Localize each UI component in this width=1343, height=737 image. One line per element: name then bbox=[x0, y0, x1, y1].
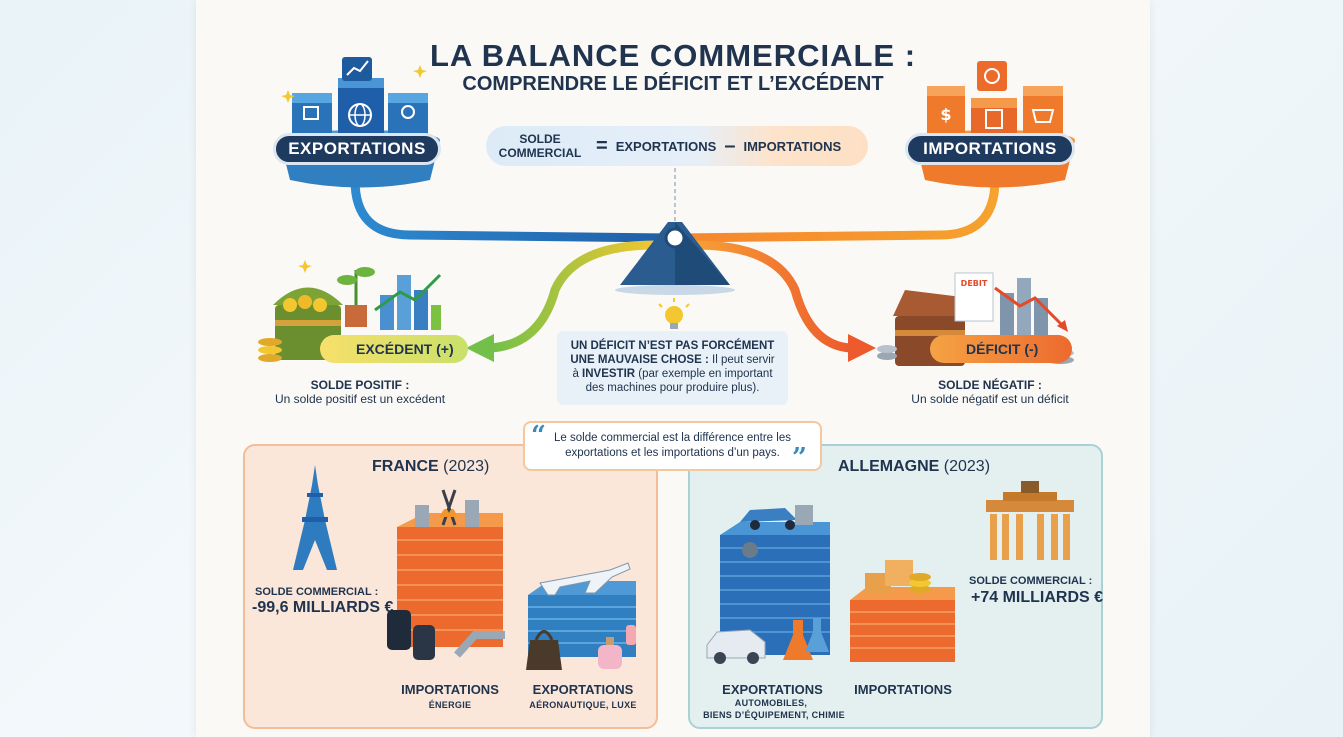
lightbulb-icon bbox=[658, 298, 690, 329]
allemagne-importations: IMPORTATIONS bbox=[854, 682, 952, 697]
quote-close-mark: ” bbox=[792, 443, 807, 473]
quote-open-mark: “ bbox=[531, 421, 546, 451]
note-line-3-a: à bbox=[572, 368, 583, 380]
france-name: FRANCE bbox=[372, 458, 439, 475]
excedent-heading: SOLDE POSITIF : bbox=[310, 378, 410, 392]
france-importations-sub: ÉNERGIE bbox=[428, 700, 472, 710]
green-arrow-curve bbox=[489, 240, 656, 353]
france-importations: IMPORTATIONS bbox=[401, 682, 499, 697]
allemagne-exportations: EXPORTATIONS bbox=[722, 682, 823, 697]
formula-exportations: EXPORTATIONS bbox=[615, 138, 717, 154]
france-exportations-sub: AÉRONAUTIQUE, LUXE bbox=[529, 700, 637, 710]
allemagne-title: ALLEMAGNE (2023) bbox=[838, 458, 990, 476]
france-exportations: EXPORTATIONS bbox=[532, 682, 634, 697]
note-line-2-bold: UNE MAUVAISE CHOSE : bbox=[570, 354, 709, 366]
deficit-label: DÉFICIT (-) bbox=[930, 335, 1072, 363]
formula-solde: SOLDE COMMERCIAL bbox=[498, 132, 582, 160]
france-title: FRANCE (2023) bbox=[372, 458, 489, 476]
france-year: (2023) bbox=[443, 458, 490, 475]
france-solde-value: -99,6 MILLIARDS € bbox=[252, 599, 394, 616]
allemagne-solde-value: +74 MILLIARDS € bbox=[971, 589, 1104, 606]
allemagne-exportations-sub-1: AUTOMOBILES, bbox=[734, 698, 808, 708]
page-title: LA BALANCE COMMERCIALE : bbox=[429, 38, 917, 73]
note-line-3-bold: INVESTIR bbox=[582, 368, 636, 380]
allemagne-solde-label: SOLDE COMMERCIAL : bbox=[969, 575, 1093, 587]
definition-quote: Le solde commercial est la différence en… bbox=[523, 421, 822, 471]
blue-arm bbox=[350, 175, 675, 243]
red-arrowhead bbox=[848, 334, 876, 362]
red-arrow-curve bbox=[694, 240, 851, 353]
deficit-text: Un solde négatif est un déficit bbox=[911, 392, 1069, 406]
formula-banner: SOLDE COMMERCIAL = EXPORTATIONS – IMPORT… bbox=[486, 126, 868, 166]
imports-tray-illustration: $ bbox=[915, 61, 1075, 188]
page-subtitle: COMPRENDRE LE DÉFICIT ET L’EXCÉDENT bbox=[462, 73, 884, 95]
formula-importations: IMPORTATIONS bbox=[743, 138, 842, 154]
eiffel-tower-icon bbox=[293, 465, 337, 570]
allemagne-imports-stack bbox=[850, 560, 955, 662]
deficit-note: UN DÉFICIT N’EST PAS FORCÉMENT UNE MAUVA… bbox=[557, 331, 788, 405]
brandenburg-gate-icon bbox=[986, 481, 1074, 560]
importations-pill: IMPORTATIONS bbox=[905, 133, 1075, 165]
allemagne-exports-stack bbox=[706, 505, 830, 664]
allemagne-exportations-sub-2: BIENS D’ÉQUIPEMENT, CHIMIE bbox=[703, 710, 845, 720]
note-line-1: UN DÉFICIT N’EST PAS FORCÉMENT bbox=[570, 340, 775, 352]
debit-paper-text: DEBIT bbox=[961, 279, 988, 288]
france-aero-luxe-exports-stack bbox=[526, 562, 636, 670]
orange-arm bbox=[675, 175, 1000, 243]
formula-minus: – bbox=[724, 134, 736, 157]
exports-tray-illustration bbox=[280, 57, 440, 188]
france-energy-imports-stack bbox=[387, 489, 505, 660]
svg-text:$: $ bbox=[940, 105, 951, 124]
green-arrowhead bbox=[466, 334, 494, 362]
formula-equals: = bbox=[596, 134, 608, 157]
note-line-4: des machines pour produire plus). bbox=[585, 382, 760, 394]
france-solde-label: SOLDE COMMERCIAL : bbox=[255, 586, 379, 598]
note-line-3-rest: (par exemple en important bbox=[635, 368, 773, 380]
allemagne-year: (2023) bbox=[943, 458, 991, 475]
excedent-text: Un solde positif est un excédent bbox=[274, 392, 446, 406]
quote-text: Le solde commercial est la différence en… bbox=[554, 432, 791, 459]
note-line-2-rest: Il peut servir bbox=[708, 354, 775, 366]
deficit-heading: SOLDE NÉGATIF : bbox=[938, 378, 1042, 392]
excedent-label: EXCÉDENT (+) bbox=[320, 335, 468, 363]
exportations-pill: EXPORTATIONS bbox=[273, 133, 441, 165]
allemagne-name: ALLEMAGNE bbox=[838, 458, 940, 475]
